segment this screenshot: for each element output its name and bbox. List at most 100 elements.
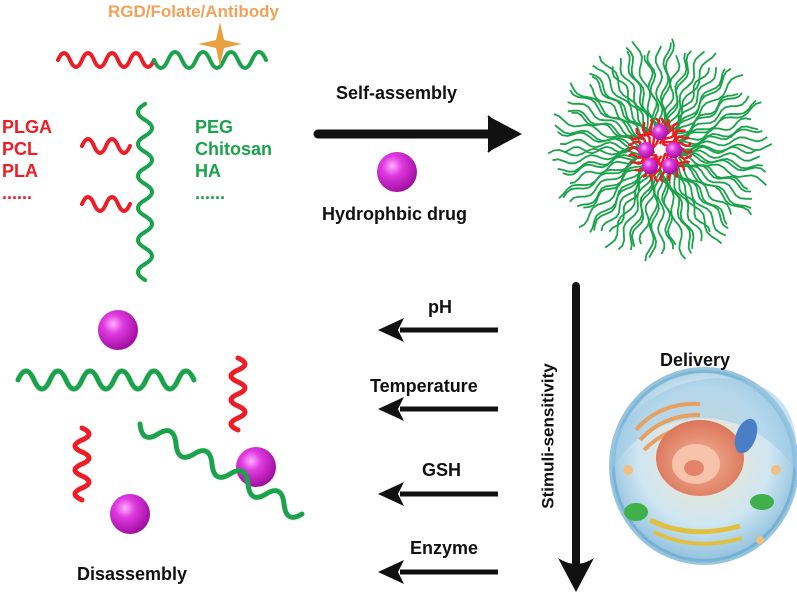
micelle-corona-chain: [667, 167, 711, 233]
hydrophilic-backbone: [136, 102, 154, 282]
micelle-core-chain: [642, 121, 656, 148]
micelle-corona-chain: [673, 92, 739, 137]
self-assembly-label: Self-assembly: [336, 83, 458, 103]
micelle-corona-chain: [646, 50, 660, 131]
delivery-label: Delivery: [660, 350, 731, 370]
hydrophobic-side-chain-2: [80, 195, 132, 213]
micelle-corona-chain: [567, 101, 645, 139]
stimulus-gsh: GSH: [422, 460, 462, 480]
ligand-star-icon: [198, 22, 242, 66]
stimulus-temperature: Temperature: [370, 376, 478, 396]
free-hydrophobic-chain-2: [72, 425, 92, 503]
micelle-loaded-drug: [652, 124, 668, 140]
micelle-corona-chain: [672, 67, 717, 136]
micelle-corona-chain: [663, 55, 681, 132]
micelle-corona-chain: [679, 152, 767, 173]
stimulus-enzyme: Enzyme: [410, 538, 479, 558]
micelle-corona-chain: [589, 162, 646, 233]
block-more-hydrophobic: ......: [2, 183, 33, 203]
drug-molecule-icon: [377, 152, 417, 192]
released-drug-1: [98, 310, 138, 350]
micelle-corona-chain: [673, 163, 729, 230]
micelle-core-chain: [648, 118, 660, 146]
micelle-corona-chain: [576, 163, 647, 208]
micelle-core-chain: [661, 129, 686, 146]
micelle-corona-chain: [673, 67, 732, 137]
micelle-corona-chain: [592, 64, 652, 133]
ligand-label: RGD/Folate/Antibody: [108, 2, 279, 21]
free-hydrophobic-chain-1: [228, 355, 248, 433]
micelle-corona-chain: [678, 125, 759, 146]
micelle-corona-chain: [598, 55, 652, 133]
micelle-corona-chain: [648, 170, 663, 258]
stimulus-arrow-ph: [378, 318, 498, 342]
micelle-corona-chain: [678, 128, 763, 148]
micelle-corona-chain: [552, 150, 641, 165]
micelle-icon: [547, 38, 773, 262]
micelle-corona-chain: [554, 124, 640, 150]
micelle-corona-chain: [631, 40, 660, 131]
micelle-loaded-drug: [666, 142, 682, 158]
micelle-corona-chain: [604, 168, 654, 249]
block-more-hydrophilic: ......: [195, 183, 226, 203]
micelle-corona-chain: [678, 101, 762, 145]
micelle-corona-chain: [675, 161, 728, 225]
stimulus-arrow-enzyme: [378, 560, 498, 584]
micelle-corona-chain: [668, 167, 695, 249]
micelle-corona-chain: [665, 50, 705, 131]
micelle-corona-chain: [617, 167, 653, 251]
free-hydrophilic-chain-1: [15, 368, 197, 392]
micelle-corona-chain: [672, 74, 744, 136]
micelle-loaded-drug: [642, 158, 658, 174]
hydrophilic-chain-top: [152, 50, 268, 70]
micelle-corona-chain: [569, 89, 645, 139]
micelle-corona-chain: [563, 145, 641, 155]
micelle-corona-chain: [675, 160, 752, 200]
micelle-corona-chain: [569, 153, 641, 185]
micelle-corona-chain: [658, 169, 674, 250]
stimulus-ph: pH: [428, 297, 452, 317]
micelle-corona-chain: [680, 143, 773, 154]
micelle-corona-chain: [578, 162, 646, 229]
micelle-corona-chain: [679, 152, 767, 186]
block-pla: PLA: [2, 161, 38, 181]
micelle-corona-chain: [557, 131, 641, 149]
micelle-corona-chain: [557, 153, 642, 173]
micelle-corona-chain: [664, 50, 693, 132]
micelle-corona-chain: [589, 83, 644, 140]
stimuli-label: Stimuli-sensitivity: [538, 363, 558, 509]
micelle-corona-chain: [567, 109, 644, 141]
hydrophobic-side-chain-1: [80, 137, 132, 155]
micelle-corona-chain: [569, 82, 644, 141]
micelle-corona-chain: [675, 161, 753, 216]
micelle-corona-chain: [656, 169, 666, 255]
micelle-loaded-drug: [662, 158, 678, 174]
block-ha: HA: [195, 161, 221, 181]
released-drug-3: [110, 494, 150, 534]
micelle-corona-chain: [629, 168, 654, 251]
micelle-corona-chain: [668, 167, 703, 242]
micelle-corona-chain: [560, 138, 641, 151]
micelle-corona-chain: [675, 160, 732, 215]
stimuli-arrowhead: [558, 558, 594, 592]
block-peg: PEG: [195, 117, 234, 137]
micelle-corona-chain: [562, 154, 642, 176]
block-chitosan: Chitosan: [195, 139, 273, 159]
micelle-corona-chain: [674, 92, 743, 138]
micelle-corona-chain: [583, 162, 646, 209]
stimulus-arrow-gsh: [378, 482, 498, 506]
drug-label: Hydrophbic drug: [322, 204, 467, 224]
stimulus-arrow-temperature: [378, 397, 498, 421]
micelle-corona-chain: [558, 154, 641, 200]
released-drug-2: [236, 447, 276, 487]
block-plga: PLGA: [2, 117, 53, 137]
micelle-corona-chain: [679, 149, 761, 162]
micelle-corona-chain: [619, 57, 650, 134]
cell-illustration: [609, 367, 797, 565]
free-hydrophilic-chain-2: [137, 421, 305, 520]
micelle-corona-chain: [668, 67, 710, 133]
micelle-corona-chain: [654, 45, 664, 131]
disassembly-label: Disassembly: [77, 564, 188, 584]
hydrophobic-chain-top: [56, 51, 156, 69]
